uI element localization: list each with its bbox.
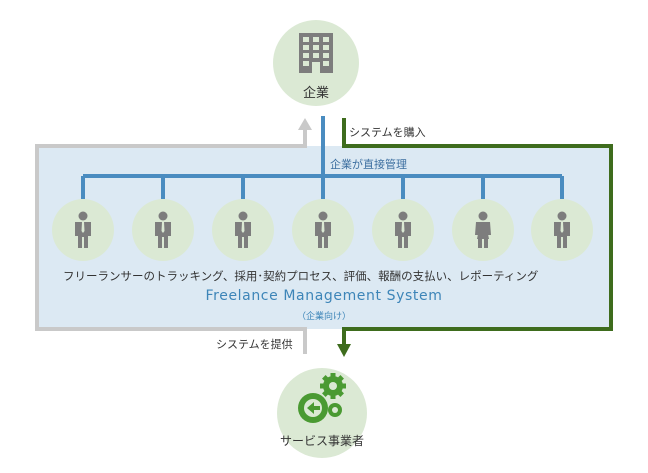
person-male-icon — [554, 211, 570, 248]
system-title: Freelance Management System — [205, 288, 443, 304]
system-description: フリーランサーのトラッキング、採用･契約プロセス、評価、報酬の支払い、レポーティ… — [63, 269, 539, 283]
gears-arrow-icon — [298, 373, 346, 423]
building-icon — [299, 33, 333, 73]
freelancer-node — [132, 199, 194, 261]
freelancer-node — [292, 199, 354, 261]
freelancer-node — [531, 199, 593, 261]
person-male-icon — [315, 211, 331, 248]
purchase-arrowhead — [337, 344, 351, 357]
freelancer-node — [52, 199, 114, 261]
person-male-icon — [235, 211, 251, 248]
provide-label: システムを提供 — [216, 338, 293, 351]
provide-flow-line — [35, 128, 307, 354]
system-subtitle: （企業向け） — [296, 312, 351, 322]
service-provider-label: サービス事業者 — [279, 434, 364, 448]
person-male-icon — [395, 211, 411, 248]
service-provider-node: サービス事業者 — [277, 368, 367, 458]
direct-management-label: 企業が直接管理 — [330, 158, 407, 171]
company-label: 企業 — [302, 86, 329, 101]
provide-arrowhead — [298, 118, 312, 130]
person-male-icon — [75, 211, 91, 248]
freelancer-node — [372, 199, 434, 261]
person-male-icon — [155, 211, 171, 248]
freelancer-node — [452, 199, 514, 261]
person-female-icon — [475, 211, 491, 248]
purchase-flow-line — [342, 118, 613, 344]
freelancer-node — [212, 199, 274, 261]
purchase-label: システムを購入 — [349, 126, 426, 139]
company-node: 企業 — [273, 20, 359, 106]
